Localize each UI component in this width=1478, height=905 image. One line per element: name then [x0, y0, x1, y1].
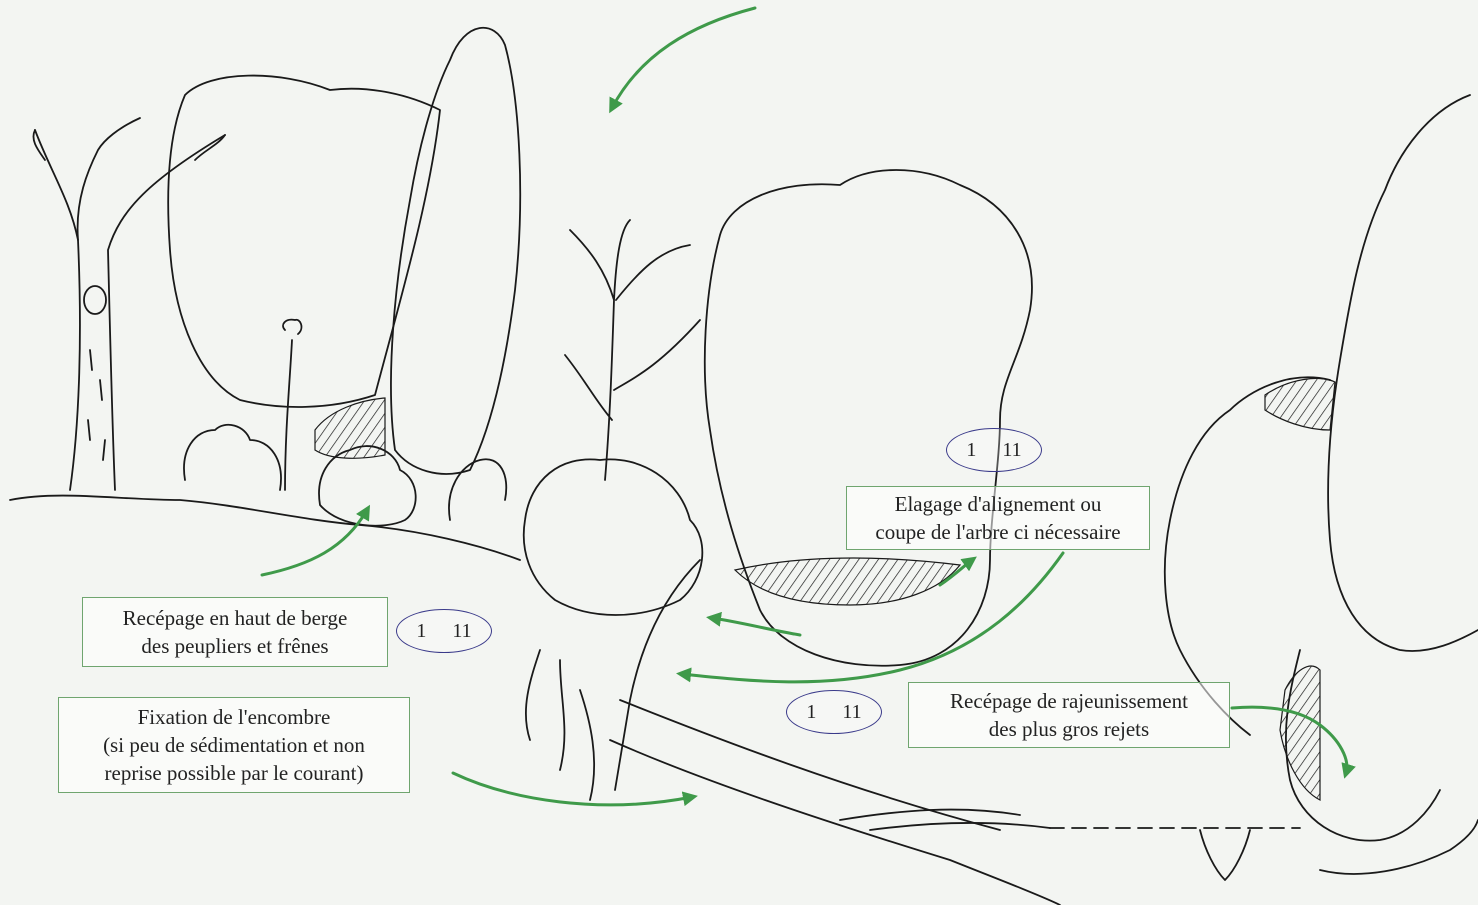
center-shrub — [524, 459, 703, 615]
arrow-elagage-mid — [712, 618, 800, 635]
right-crown-tree — [1328, 95, 1478, 651]
shadow-hatch-center — [735, 558, 960, 605]
code-first: 1 — [416, 620, 426, 643]
arrow-top — [612, 8, 755, 108]
code-second: 11 — [452, 620, 471, 643]
label-rajeunissement: Recépage de rajeunissement des plus gros… — [908, 682, 1230, 748]
sapling — [283, 320, 301, 490]
shrub-right — [449, 459, 506, 520]
shrub-left — [184, 425, 281, 490]
label-recepage-haut: Recépage en haut de berge des peupliers … — [82, 597, 388, 667]
shadow-hatch-right — [1265, 378, 1335, 430]
label-fixation: Fixation de l'encombre (si peu de sédime… — [58, 697, 410, 793]
roots — [526, 650, 594, 800]
arrow-fixation — [453, 773, 692, 805]
round-tree-crown — [168, 76, 440, 407]
code-ellipse-elagage: 1 11 — [946, 428, 1042, 472]
code-first: 1 — [966, 439, 976, 462]
ground-line-left — [10, 496, 520, 560]
code-ellipse-fixation: 1 11 — [786, 690, 882, 734]
shadow-hatch-left — [315, 398, 385, 458]
dead-tree-left — [33, 118, 225, 490]
code-ellipse-recepage-haut: 1 11 — [396, 609, 492, 653]
shadow-hatch-stump — [1280, 666, 1320, 800]
label-elagage: Elagage d'alignement ou coupe de l'arbre… — [846, 486, 1150, 550]
code-second: 11 — [1002, 439, 1021, 462]
code-first: 1 — [806, 701, 816, 724]
poplar-tree — [391, 28, 520, 474]
dead-snag-center — [565, 220, 700, 480]
code-second: 11 — [842, 701, 861, 724]
bank-roots — [1200, 830, 1250, 880]
